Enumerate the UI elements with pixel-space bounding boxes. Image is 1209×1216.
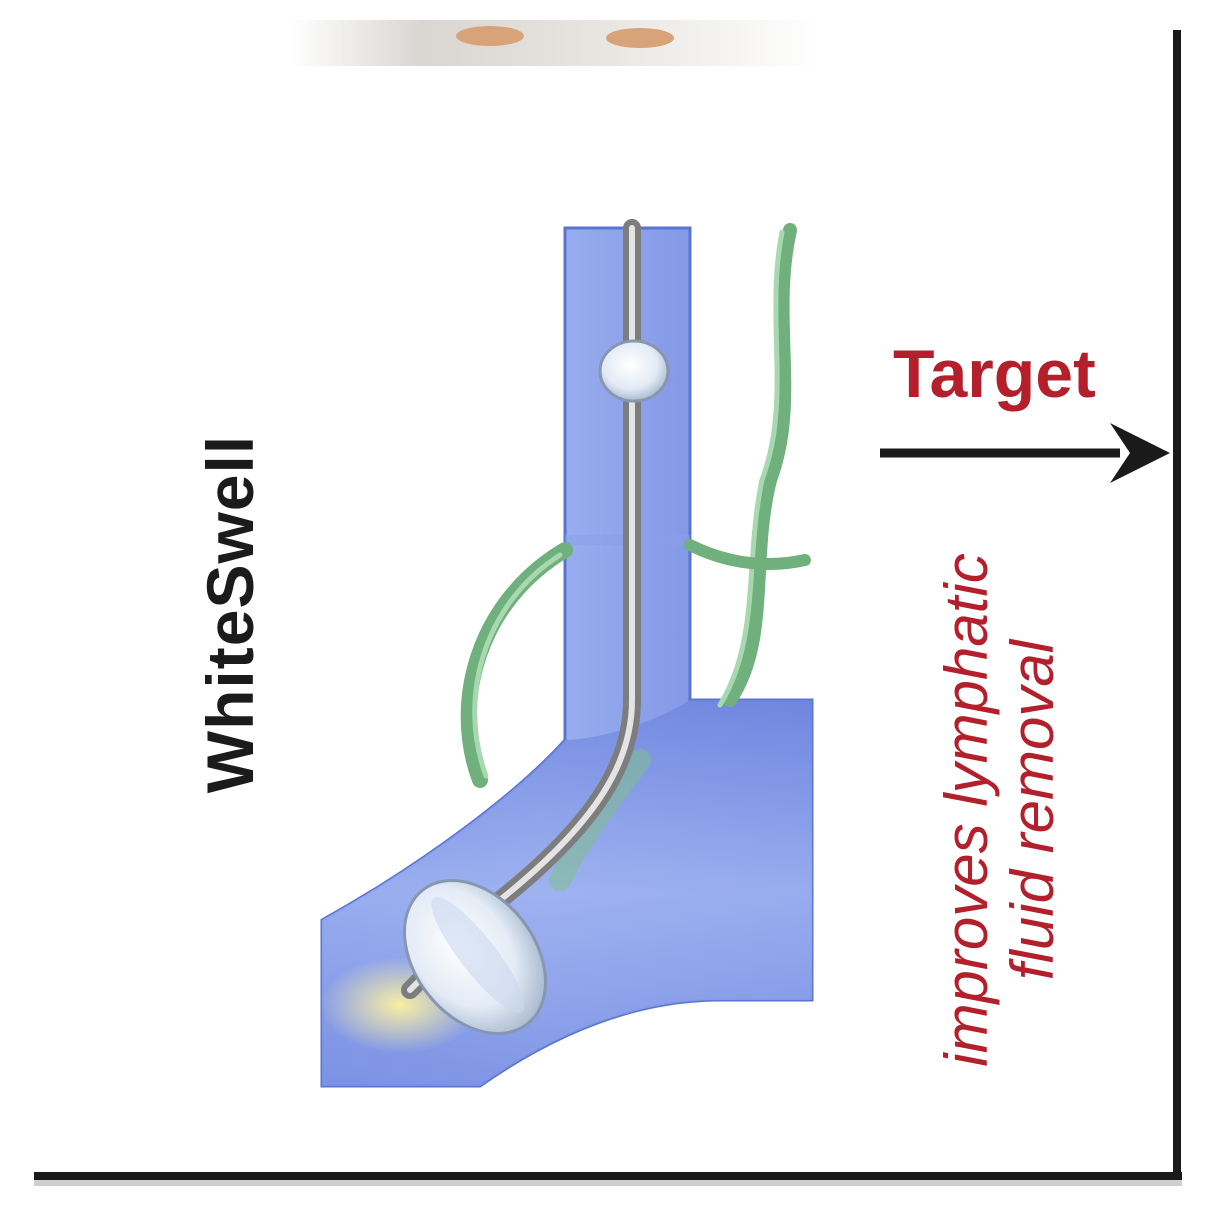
target-arrow — [880, 423, 1170, 483]
benefit-note-line-1: improves lymphatic — [933, 553, 1000, 1067]
frame-right-edge — [1173, 30, 1181, 1180]
benefit-note: improves lymphatic fluid removal — [933, 553, 1066, 1067]
arrow-head-icon — [1110, 423, 1170, 483]
benefit-note-line-2: fluid removal — [999, 639, 1066, 981]
cropped-photo-strip — [290, 20, 820, 66]
lower-balloon — [402, 879, 548, 1035]
frame-bottom-shadow — [34, 1180, 1182, 1186]
frame-bottom-edge — [34, 1172, 1182, 1180]
catheter — [401, 219, 641, 999]
brand-label: WhiteSwell — [193, 434, 267, 794]
upper-balloon — [598, 339, 670, 403]
target-label: Target — [893, 336, 1096, 412]
lymphatic-duct — [460, 223, 811, 891]
